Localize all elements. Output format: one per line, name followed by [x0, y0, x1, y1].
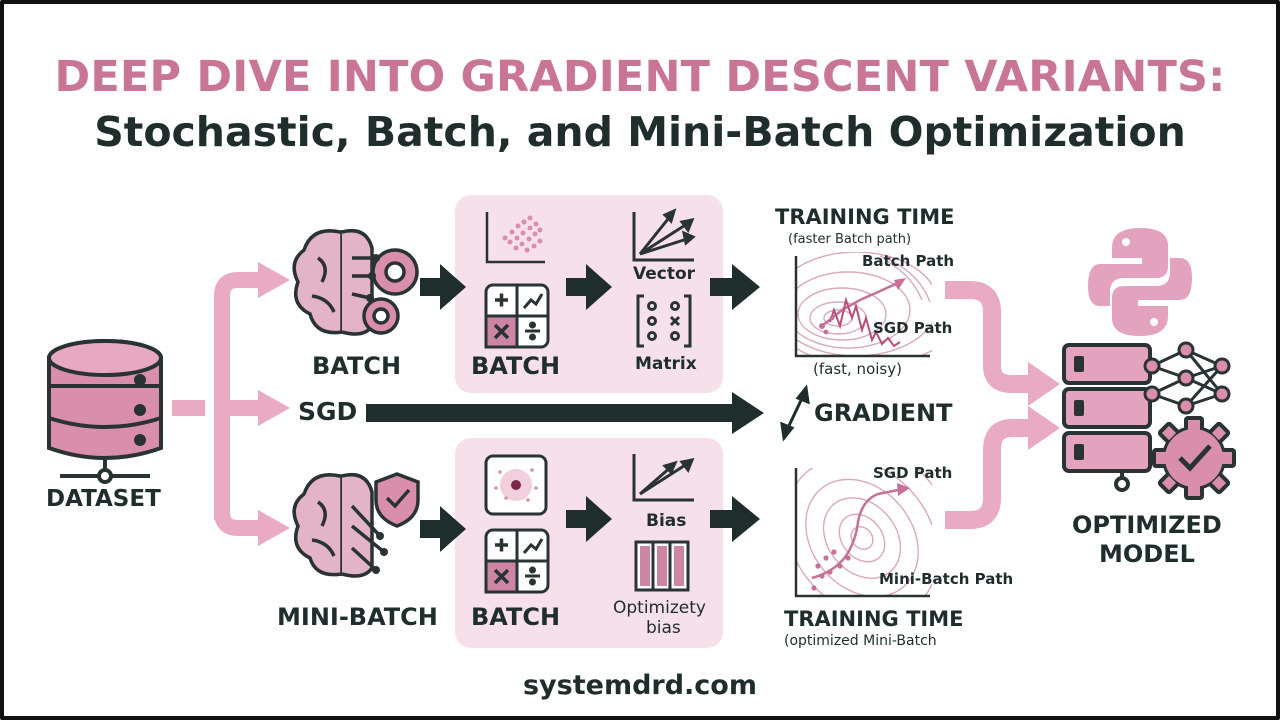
bottom-plot-subtitle: (optimized Mini-Batch: [784, 633, 937, 649]
brain-shield-icon: [292, 472, 420, 578]
vector-icon: [632, 208, 696, 262]
neural-network-icon: [1143, 341, 1231, 415]
model-input-arrows: [945, 281, 1032, 529]
top-contour-plot: [794, 252, 932, 358]
bottom-plot-title: TRAINING TIME: [784, 607, 964, 631]
page-title: DEEP DIVE INTO GRADIENT DESCENT VARIANTS…: [54, 52, 1226, 102]
optimized-model-line1: OPTIMIZED: [1072, 511, 1222, 539]
optimizety-bias-line1: Optimizety: [613, 598, 706, 618]
database-icon: [47, 339, 163, 484]
batch-path-label: Batch Path: [862, 252, 955, 270]
target-icon: [484, 454, 548, 516]
bias-vector-icon: [632, 454, 695, 502]
page-subtitle: Stochastic, Batch, and Mini-Batch Optimi…: [94, 108, 1186, 156]
optimized-model-line2: MODEL: [1099, 540, 1195, 568]
sgd-label: SGD: [298, 397, 358, 426]
dataset-branch-arrows: [172, 272, 262, 536]
calculator-icon-top: [484, 283, 550, 349]
pink-arrowheads: [258, 262, 290, 546]
mini-batch-label: MINI-BATCH: [277, 603, 438, 631]
matrix-icon: [636, 294, 692, 348]
sgd-path-label-top: SGD Path: [873, 319, 953, 337]
matrix-label: Matrix: [635, 354, 697, 374]
top-panel-batch-label: BATCH: [471, 352, 561, 380]
site-footer: systemdrd.com: [522, 670, 757, 701]
bottom-panel-batch-label: BATCH: [471, 603, 561, 631]
sgd-path-label-bottom: SGD Path: [873, 464, 953, 482]
top-plot-title: TRAINING TIME: [775, 205, 955, 229]
server-model-icon: [1062, 343, 1152, 492]
top-plot-subtitle: (faster Batch path): [788, 232, 912, 247]
gradient-arrow-icon: [780, 384, 810, 442]
bottom-contour-plot: [794, 468, 932, 598]
dark-arrows: [366, 264, 764, 552]
bias-label: Bias: [646, 511, 687, 531]
python-logo-icon: [1088, 228, 1192, 336]
vector-label: Vector: [633, 264, 696, 284]
gear-check-icon: [1152, 416, 1236, 500]
mini-batch-path-label: Mini-Batch Path: [879, 570, 1014, 588]
calculator-icon-bottom: [484, 528, 550, 594]
optimizety-bias-line2: bias: [646, 618, 681, 638]
brain-gear-icon: [292, 229, 419, 336]
batch-label: BATCH: [312, 352, 402, 380]
scatter-icon: [485, 212, 545, 264]
top-plot-caption: (fast, noisy): [813, 360, 902, 378]
dataset-label: DATASET: [46, 486, 161, 512]
gradient-label: GRADIENT: [814, 399, 953, 427]
bar-bias-icon: [634, 540, 690, 592]
